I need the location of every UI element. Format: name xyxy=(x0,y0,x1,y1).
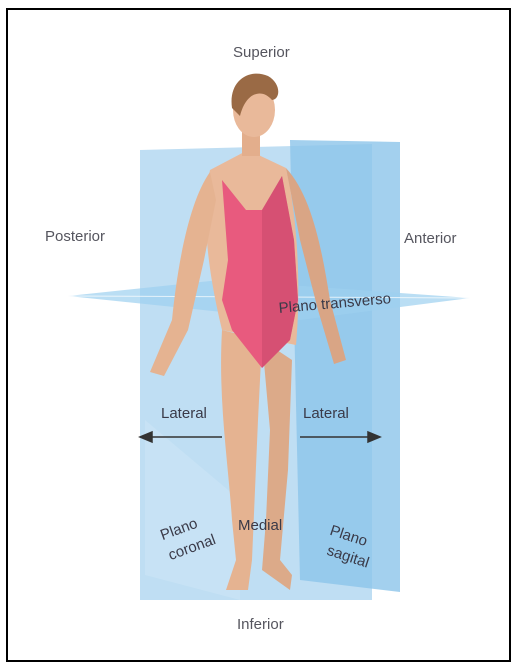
label-posterior: Posterior xyxy=(45,228,105,245)
label-anterior: Anterior xyxy=(404,230,457,247)
label-superior: Superior xyxy=(233,44,290,61)
label-medial: Medial xyxy=(238,517,282,534)
label-lateral-left: Lateral xyxy=(161,405,207,422)
label-lateral-right: Lateral xyxy=(303,405,349,422)
label-inferior: Inferior xyxy=(237,616,284,633)
